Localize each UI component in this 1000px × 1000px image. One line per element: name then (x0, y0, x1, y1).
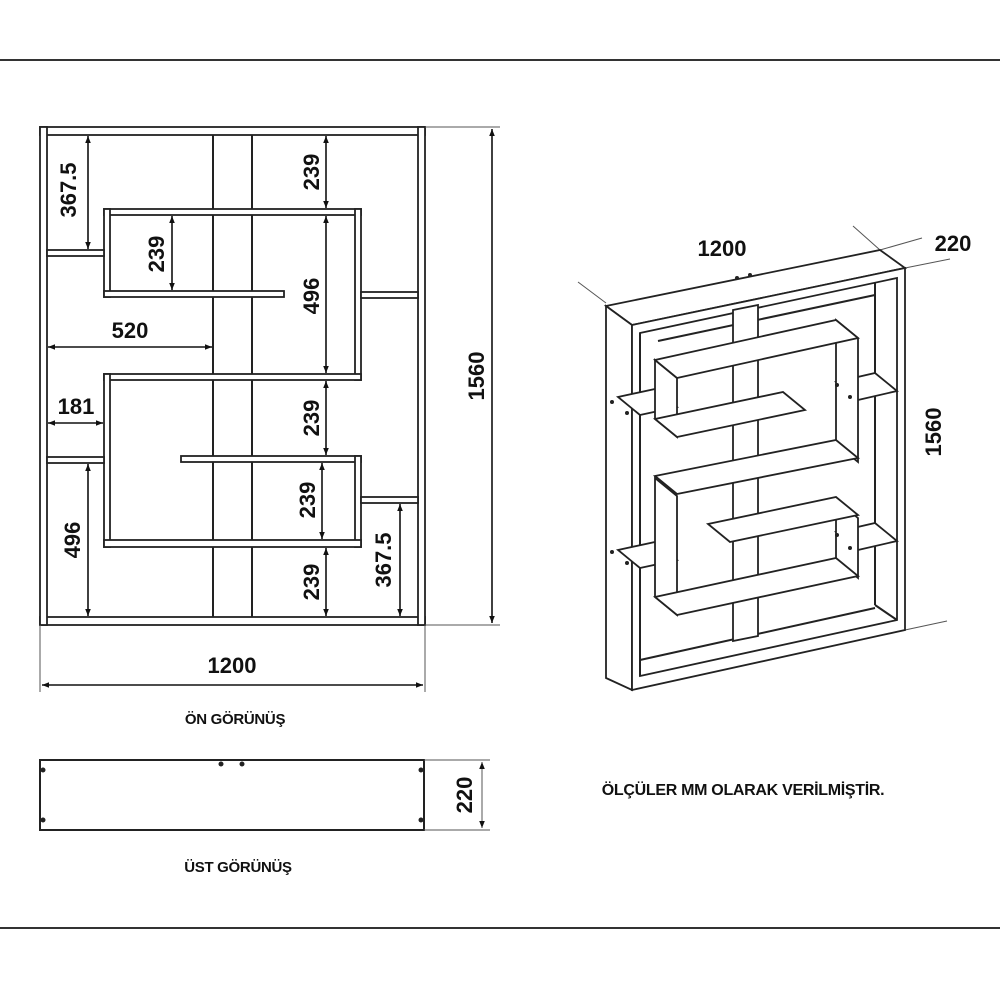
top-view (39, 759, 490, 831)
dim-left-shelf-depth: 181 (58, 394, 95, 419)
iso-dim-width: 1200 (698, 236, 747, 261)
iso-dowel-dot (610, 550, 614, 554)
dim-bottom-right-gap: 239 (299, 564, 324, 601)
right-panel (417, 126, 426, 626)
dim-lower-box-inner: 239 (295, 482, 320, 519)
front-view-title: ÖN GÖRÜNÜŞ (185, 711, 286, 728)
dim-total-height: 1560 (464, 352, 489, 401)
iso-dowel-dot (610, 400, 614, 404)
right-short-shelf-lower (360, 496, 419, 504)
dim-total-width: 1200 (208, 653, 257, 678)
bottom-panel (39, 616, 426, 626)
top-panel (39, 126, 426, 136)
iso-inner-bottom-corner (874, 604, 898, 621)
isometric-view (577, 225, 951, 692)
iso-ext-top-back (852, 225, 881, 251)
right-short-shelf-upper (360, 291, 419, 299)
iso-dim-height: 1560 (921, 408, 946, 457)
middle-shelf (103, 373, 362, 381)
iso-dowel-dot (848, 546, 852, 550)
iso-dowel-dot (625, 411, 629, 415)
iso-dowel-dot (748, 273, 752, 277)
iso-ext-left (577, 281, 607, 304)
iso-left-panel (605, 304, 633, 692)
dim-top-left-gap: 367.5 (56, 162, 81, 217)
dim-upper-box-inner: 239 (144, 236, 169, 273)
dim-upper-box-height: 496 (299, 278, 324, 315)
iso-ext-bottom (904, 620, 948, 631)
iso-upper-box-top (652, 319, 861, 379)
units-note: ÖLÇÜLER MM OLARAK VERİLMİŞTİR. (602, 780, 885, 799)
left-short-shelf-lower (46, 456, 105, 464)
iso-dowel-dot (835, 383, 839, 387)
iso-ext-depth-back (879, 237, 923, 251)
top-view-title: ÜST GÖRÜNÜŞ (184, 859, 292, 876)
iso-ext-depth-front (904, 258, 951, 269)
upper-box-left (103, 208, 111, 298)
left-panel (39, 126, 48, 626)
iso-inner-back-top (657, 294, 876, 342)
iso-dowel-dot (735, 276, 739, 280)
dim-middle-right-gap: 239 (299, 400, 324, 437)
iso-lower-inner-shelf (705, 496, 861, 543)
upper-box-top (103, 208, 362, 216)
left-short-shelf-upper (46, 249, 105, 257)
lower-inner-shelf (180, 455, 362, 463)
iso-middle-shelf (652, 439, 861, 495)
iso-dowel-dot (848, 395, 852, 399)
iso-lower-box-bottom (652, 557, 861, 616)
dim-top-right-gap: 239 (299, 154, 324, 191)
front-view (39, 126, 426, 626)
iso-dim-depth: 220 (935, 231, 972, 256)
lower-box-left (103, 373, 111, 548)
dim-bottom-left-gap: 496 (60, 522, 85, 559)
dim-top-view-depth: 220 (452, 777, 477, 814)
dim-bottom-right-side-gap: 367.5 (371, 532, 396, 587)
upper-inner-shelf (103, 290, 285, 298)
iso-dowel-dot (625, 561, 629, 565)
lower-box-bottom (103, 539, 362, 548)
iso-dowel-dot (835, 533, 839, 537)
dim-center-width: 520 (112, 318, 149, 343)
front-view-dimensions (39, 126, 500, 692)
iso-upper-inner-shelf (652, 391, 808, 438)
